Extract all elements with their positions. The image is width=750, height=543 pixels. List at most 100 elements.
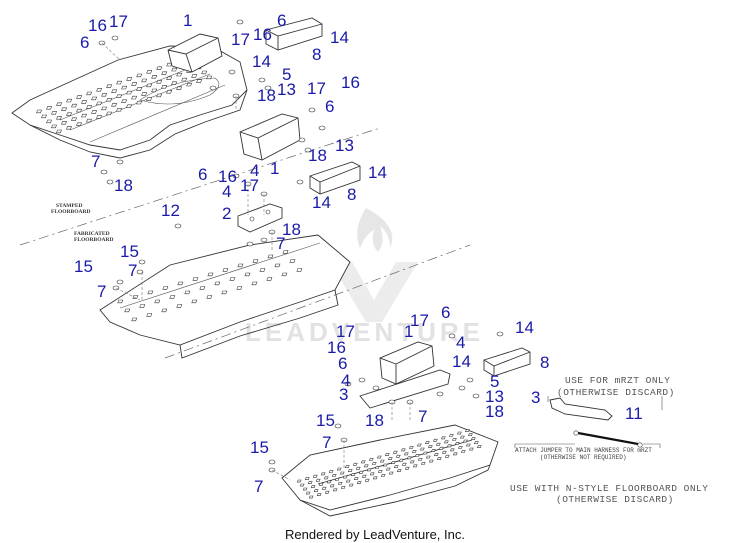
callout-15: 15 <box>316 411 335 430</box>
floorboard-hole <box>146 313 153 317</box>
floorboard-hole <box>156 80 163 84</box>
fastener <box>209 85 217 91</box>
floorboard-hole <box>161 85 168 89</box>
fastener <box>308 107 316 113</box>
jumper-harness-11 <box>573 430 643 448</box>
floorboard-hole <box>315 478 321 482</box>
note-attach-sub: (OTHERWISE NOT REQUIRED) <box>540 454 626 461</box>
fastener <box>296 179 304 185</box>
floorboard-hole <box>274 263 281 268</box>
floorboard-hole <box>101 93 108 97</box>
floorboard-hole <box>289 259 296 263</box>
floorboard-hole <box>91 96 98 101</box>
floorboard-hole <box>377 455 382 459</box>
fastener <box>358 377 366 383</box>
floorboard-hole <box>106 84 113 88</box>
floorboard-hole <box>334 478 340 481</box>
floorboard-hole <box>46 106 52 110</box>
callout-5: 5 <box>282 65 291 84</box>
floorboard-hole <box>399 458 404 462</box>
callout-18: 18 <box>257 86 276 105</box>
floorboard-hole <box>206 295 213 299</box>
floorboard-hole <box>296 268 303 272</box>
floorboard-hole <box>428 445 433 449</box>
floorboard-hole <box>66 112 72 116</box>
floorboard-hole <box>221 290 228 295</box>
floorboard-hole <box>401 462 407 466</box>
callout-7: 7 <box>97 282 106 301</box>
callout-3: 3 <box>339 385 348 404</box>
callout-4: 4 <box>456 333 465 352</box>
callout-6: 6 <box>441 303 450 322</box>
callout-7: 7 <box>254 477 263 496</box>
floorboard-hole <box>56 102 63 106</box>
floorboard-hole <box>444 440 449 444</box>
watermark-text: LEADVENTURE <box>245 317 484 347</box>
callout-16: 16 <box>341 73 360 92</box>
floorboard-hole <box>442 450 447 454</box>
floorboard-hole <box>436 442 441 446</box>
callout-17: 17 <box>231 30 250 49</box>
floorboard-hole <box>156 93 163 98</box>
floorboard-hole <box>126 77 133 81</box>
floorboard-hole <box>169 295 176 299</box>
floorboard-hole <box>404 466 410 470</box>
floorboard-hole <box>396 469 402 473</box>
floorboard-hole <box>124 308 131 313</box>
floorboard-hole <box>458 446 463 449</box>
floorboard-hole <box>463 439 468 443</box>
note-use-with: USE WITH N-STYLE FLOORBOARD ONLY <box>510 483 708 494</box>
label-fabricated-1: FABRICATED <box>74 231 110 237</box>
floorboard-hole <box>206 75 213 80</box>
fastener <box>232 173 240 179</box>
fastener <box>258 77 266 83</box>
floorboard-hole <box>358 470 364 474</box>
fastener <box>448 333 456 339</box>
switch-box-mid <box>309 161 361 195</box>
floorboard-hole <box>361 474 367 478</box>
fastener <box>174 223 182 229</box>
floorboard-hole <box>417 443 422 447</box>
floorboard-hole <box>465 429 470 433</box>
floorboard-hole <box>171 81 178 85</box>
floorboard-hole <box>453 452 458 456</box>
floorboard-hole <box>404 452 409 456</box>
floorboard-hole <box>141 92 148 96</box>
floorboard-hole <box>423 451 428 455</box>
switch-box-bottom <box>483 347 531 377</box>
floorboard-hole <box>222 268 229 272</box>
floorboard-hole <box>171 67 178 72</box>
bracket-bottom-1 <box>379 341 435 385</box>
floorboard-hole <box>296 479 302 483</box>
floorboard-hole <box>251 281 258 286</box>
hardware-group <box>98 19 504 481</box>
callout-17: 17 <box>410 311 429 330</box>
callout-17: 17 <box>336 322 355 341</box>
floorboard-hole <box>321 486 327 490</box>
floorboard-hole <box>136 73 143 78</box>
floorboard-hole <box>412 450 417 453</box>
floorboard-hole <box>356 481 362 485</box>
floorboard-hole <box>116 108 122 112</box>
floorboard-hole <box>91 110 97 114</box>
callout-7: 7 <box>322 433 331 452</box>
floorboard-hole <box>326 480 332 484</box>
callout-12: 12 <box>161 201 180 220</box>
floorboard-hole <box>380 459 385 463</box>
note-use-for: USE FOR mRZT ONLY <box>565 375 670 386</box>
floorboard-hole <box>363 464 369 468</box>
floorboard-hole <box>86 118 92 123</box>
floorboard-hole <box>126 104 132 108</box>
floorboard-hole <box>56 116 62 120</box>
callout-18: 18 <box>365 411 384 430</box>
callout-7: 7 <box>91 152 100 171</box>
floorboard-hole <box>344 465 350 469</box>
floorboard-hole <box>166 90 173 94</box>
callout-6: 6 <box>338 354 347 373</box>
floorboard-hole <box>51 111 57 115</box>
floorboard-hole <box>192 277 199 281</box>
callout-13: 13 <box>485 387 504 406</box>
floorboard-hole <box>161 308 168 313</box>
floorboard-hole <box>162 286 169 290</box>
floorboard-hole <box>468 433 473 437</box>
